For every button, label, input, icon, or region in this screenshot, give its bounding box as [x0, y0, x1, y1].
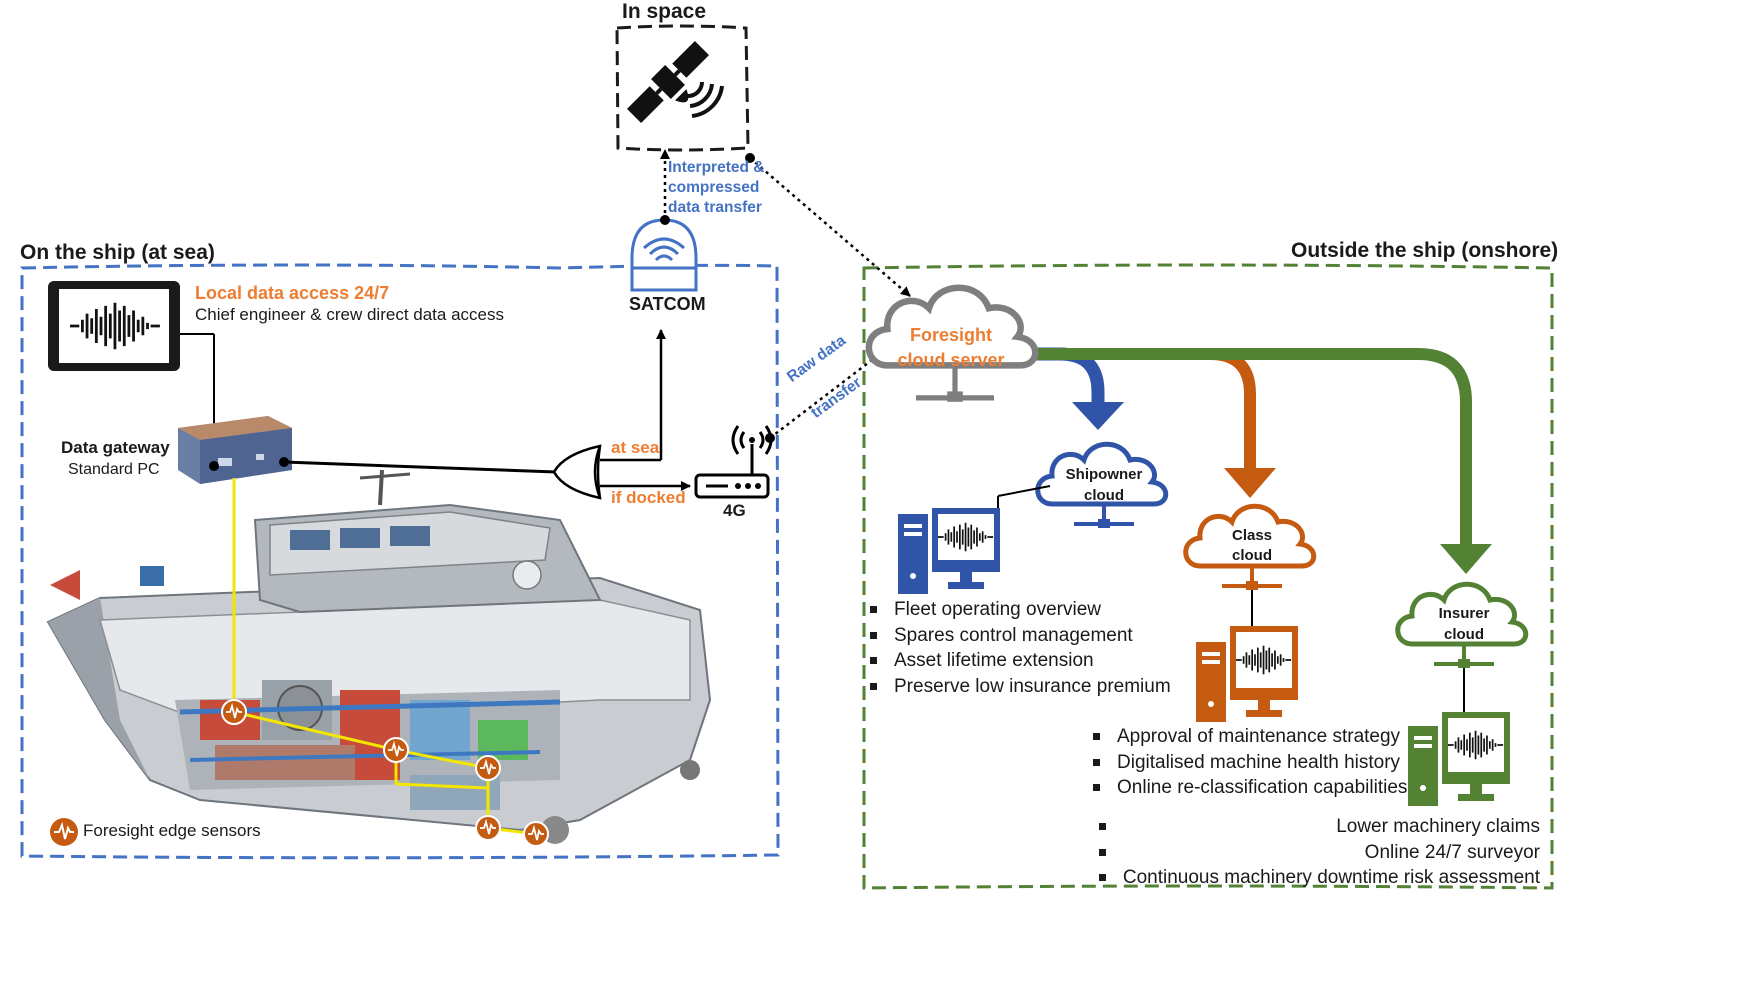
router-icon — [694, 425, 773, 499]
shipowner-desktop-icon — [898, 508, 1000, 594]
insurer-benefit-item: Continuous machinery downtime risk asses… — [1097, 865, 1540, 891]
sensor-node — [475, 755, 501, 781]
class-benefits: Approval of maintenance strategy Digital… — [1091, 724, 1407, 801]
sensor-legend-label: Foresight edge sensors — [83, 821, 261, 840]
local-access-subtitle: Chief engineer & crew direct data access — [195, 305, 504, 324]
ship-region-border — [20, 263, 780, 860]
satellite-to-cloud-link — [745, 153, 911, 297]
at-sea-label: at sea — [611, 438, 660, 457]
satellite-icon — [626, 40, 724, 124]
sensor-node — [475, 815, 501, 841]
insurer-cloud-label-2: cloud — [1444, 626, 1484, 643]
industrial-pc-icon — [178, 416, 292, 484]
or-gate-back — [593, 445, 602, 499]
flow-to-insurer — [1020, 348, 1472, 546]
class-benefit-item: Online re-classification capabilities — [1091, 775, 1407, 801]
foresight-cloud-label-1: Foresight — [909, 325, 992, 345]
insurer-desktop-icon — [1408, 712, 1510, 806]
flow-to-shipowner-head — [1072, 402, 1124, 430]
class-cloud-label-1: Class — [1231, 527, 1273, 544]
space-region-border — [615, 24, 750, 152]
if-docked-label: if docked — [611, 488, 686, 507]
interpreted-label-3: data transfer — [668, 199, 762, 216]
insurer-benefit-item: Lower machinery claims — [1097, 814, 1540, 840]
interpreted-label-1: Interpreted & — [668, 159, 765, 176]
insurer-cloud-label-1: Insurer — [1438, 605, 1490, 622]
waveform-sensor-icon — [50, 818, 78, 846]
vessel-cutaway-icon — [46, 469, 712, 844]
sensor-node — [523, 821, 549, 847]
flow-to-class-head — [1224, 468, 1276, 498]
gateway-title: Data gateway — [61, 438, 170, 457]
flow-to-class — [1020, 348, 1256, 470]
ship-region-title: On the ship (at sea) — [20, 241, 215, 264]
space-region-title: In space — [622, 0, 707, 23]
shipowner-benefit-item: Asset lifetime extension — [868, 648, 1171, 674]
shipowner-benefit-item: Spares control management — [868, 623, 1171, 649]
insurer-benefit-item: Online 24/7 surveyor — [1097, 840, 1540, 866]
insurer-cloud-icon — [1398, 584, 1526, 668]
tablet-waveform-icon — [48, 281, 180, 371]
sensor-node — [383, 737, 409, 763]
class-cloud-label-2: cloud — [1232, 547, 1272, 564]
shipowner-benefits: Fleet operating overview Spares control … — [868, 597, 1171, 699]
satcom-label: SATCOM — [629, 294, 706, 314]
cloud-server-icon — [869, 288, 1035, 402]
class-benefit-item: Digitalised machine health history — [1091, 750, 1407, 776]
class-benefit-item: Approval of maintenance strategy — [1091, 724, 1407, 750]
shipowner-cloud-label-2: cloud — [1084, 487, 1124, 504]
gateway-to-switch-wire — [283, 460, 557, 474]
shipowner-benefit-item: Fleet operating overview — [868, 597, 1171, 623]
or-gate-icon — [552, 444, 602, 500]
shipowner-cloud-icon — [1038, 444, 1166, 528]
local-access-title: Local data access 24/7 — [195, 283, 390, 303]
flow-to-insurer-head — [1440, 544, 1492, 574]
gateway-subtitle: Standard PC — [68, 461, 160, 478]
insurer-benefits: Lower machinery claims Online 24/7 surve… — [1097, 814, 1540, 891]
shipowner-cloud-label-1: Shipowner — [1065, 466, 1143, 483]
class-desktop-icon — [1196, 626, 1298, 722]
onshore-region-border — [862, 263, 1554, 890]
shipowner-benefit-item: Preserve low insurance premium — [868, 674, 1171, 700]
class-cloud-icon — [1186, 506, 1314, 590]
sensor-node — [221, 699, 247, 725]
onshore-region-title: Outside the ship (onshore) — [1291, 239, 1559, 262]
router-to-cloud-link — [765, 349, 886, 443]
satcom-dome-icon — [630, 218, 698, 292]
router-label: 4G — [723, 501, 746, 520]
gateway-port-dot — [209, 461, 219, 471]
interpreted-label-2: compressed — [668, 179, 760, 196]
shipowner-cloud-to-pc — [997, 485, 1051, 497]
foresight-cloud-label-2: cloud server — [897, 350, 1005, 370]
